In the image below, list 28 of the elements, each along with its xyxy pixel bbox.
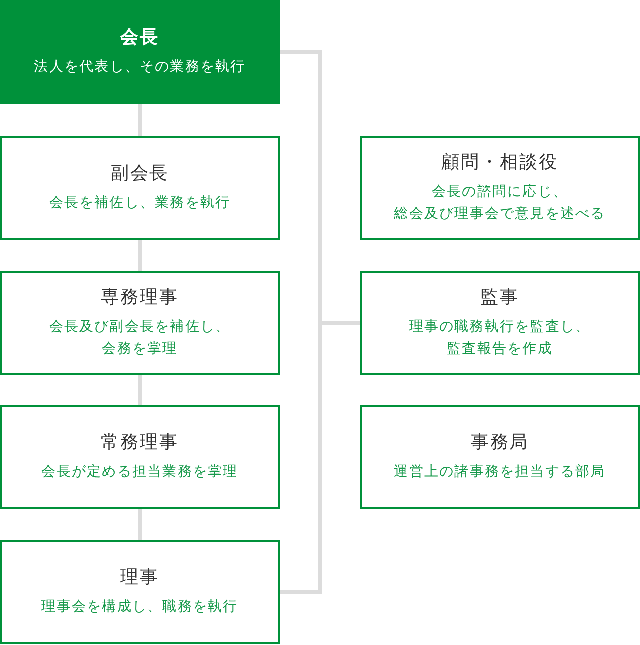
connector-line <box>138 509 142 540</box>
role-description: 会長が定める担当業務を掌理 <box>42 463 238 482</box>
role-box <box>360 271 640 375</box>
role-description: 会長を補佐し、業務を執行 <box>49 194 231 213</box>
role-title: 監事 <box>480 286 520 310</box>
connector-line <box>138 375 142 405</box>
connector-line <box>138 104 142 136</box>
role-description: 理事の職務執行を監査し、監査報告を作成 <box>408 318 592 359</box>
role-box <box>0 271 280 375</box>
role-description: 会長の諮問に応じ、総会及び理事会で意見を述べる <box>393 183 607 224</box>
role-description: 会長及び副会長を補佐し、会務を掌理 <box>48 318 232 359</box>
role-description: 運営上の諸事務を担当する部局 <box>394 463 606 482</box>
role-box <box>360 136 640 240</box>
role-box <box>360 405 640 509</box>
connector-line <box>138 240 142 271</box>
role-title: 常務理事 <box>101 431 179 455</box>
role-title: 理事 <box>120 566 160 590</box>
role-description: 法人を代表し、その業務を執行 <box>34 58 246 77</box>
role-title: 専務理事 <box>101 286 179 310</box>
role-box <box>0 136 280 240</box>
role-box <box>0 0 280 104</box>
role-title: 顧問・相談役 <box>442 151 558 175</box>
role-title: 会長 <box>120 26 160 50</box>
role-box <box>0 405 280 509</box>
role-title: 副会長 <box>110 162 170 186</box>
role-box <box>0 540 280 644</box>
role-description: 理事会を構成し、職務を執行 <box>42 598 238 617</box>
role-title: 事務局 <box>470 431 530 455</box>
